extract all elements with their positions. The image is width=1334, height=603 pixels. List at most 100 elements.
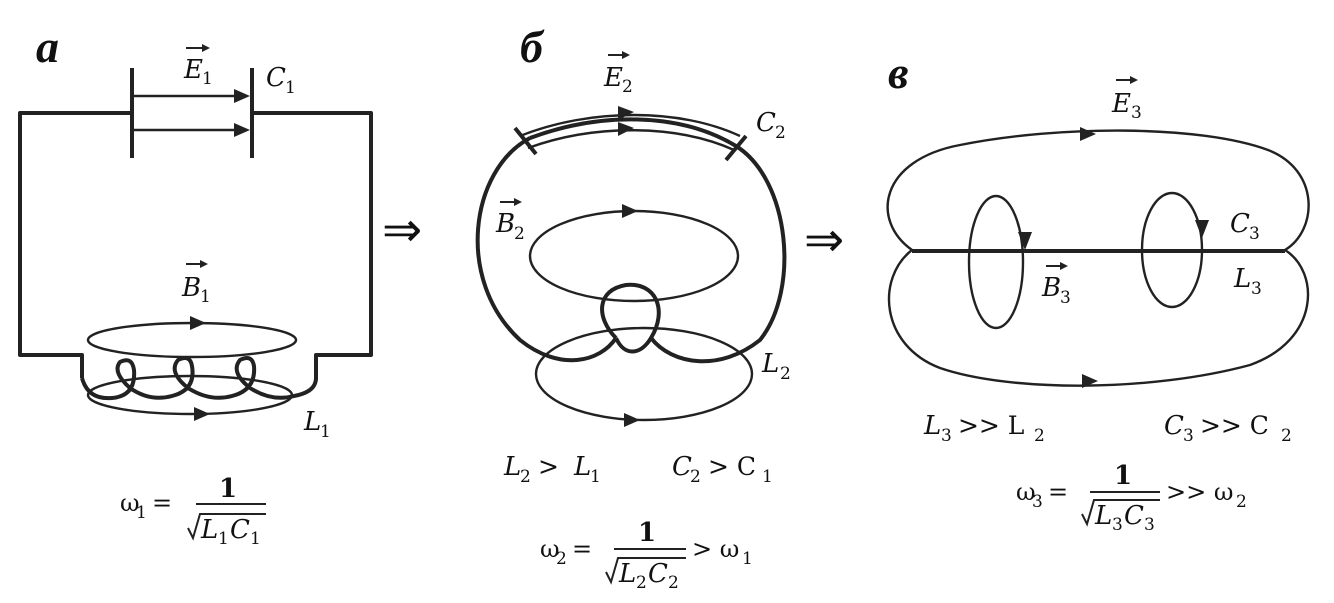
svg-text:C: C (230, 515, 250, 545)
panel-b-e-arrow-icon (618, 122, 634, 136)
panel-a-b-label: B 1 (181, 260, 211, 307)
panel-a-e-arrow-icon (234, 123, 250, 137)
panel-a-e-label: E 1 (183, 44, 213, 89)
svg-text:3: 3 (1183, 426, 1194, 446)
implies-arrow-icon-2: ⇒ (804, 212, 844, 268)
svg-text:>> L: >> L (950, 411, 1024, 440)
svg-text:1: 1 (250, 529, 261, 549)
panel-v-e-arrow-icon (1080, 127, 1096, 141)
svg-text:C: C (1230, 209, 1250, 239)
panel-v-e-field-loop (886, 129, 1310, 387)
panel-a: а E 1 C 1 B (18, 21, 373, 549)
svg-text:1: 1 (762, 467, 773, 487)
svg-text:2: 2 (1281, 426, 1292, 446)
svg-text:2: 2 (636, 573, 647, 593)
panel-b-b-arrow-icon (624, 413, 640, 427)
panel-b-circuit-loop (475, 117, 787, 364)
panel-v-b-field-loop-right (1140, 191, 1204, 309)
panel-v-e-label: E 3 (1111, 76, 1142, 123)
svg-text:B: B (181, 273, 201, 303)
panel-b-central-loop (600, 282, 661, 354)
panel-v-letter: в (888, 47, 909, 98)
svg-text:L: L (503, 452, 521, 482)
panel-v-c-label: C 3 (1230, 209, 1260, 244)
svg-text:B: B (495, 209, 515, 239)
svg-text:=: = (572, 535, 592, 563)
svg-text:3: 3 (1060, 288, 1071, 308)
svg-text:2: 2 (668, 573, 679, 593)
panel-a-c-label: C 1 (266, 63, 296, 98)
svg-text:ω: ω (1016, 478, 1036, 506)
svg-text:2: 2 (1034, 426, 1045, 446)
svg-text:1: 1 (320, 422, 331, 442)
panel-a-b-arrow-icon (190, 316, 206, 330)
panel-a-frequency-formula: ω 1 = 1 L 1 C 1 (120, 474, 266, 549)
svg-text:L: L (303, 407, 321, 437)
svg-text:1: 1 (202, 69, 213, 89)
svg-text:2: 2 (520, 467, 531, 487)
panel-b-c-label: C 2 (756, 108, 786, 143)
svg-text:3: 3 (1112, 515, 1123, 535)
svg-text:1: 1 (200, 287, 211, 307)
panel-b-e-field-line (519, 113, 741, 138)
panel-b-capacitor-plate-left (513, 126, 538, 156)
svg-text:L: L (200, 515, 218, 545)
svg-text:2: 2 (780, 364, 791, 384)
panel-b-letter: б (520, 21, 545, 72)
panel-b: б E 2 C 2 B (475, 21, 791, 593)
svg-text:> ω: > ω (692, 535, 739, 563)
svg-text:1: 1 (285, 78, 296, 98)
svg-text:3: 3 (1032, 492, 1043, 512)
svg-text:1: 1 (219, 474, 237, 504)
svg-text:B: B (1041, 273, 1061, 303)
svg-text:L: L (1233, 264, 1251, 294)
svg-text:1: 1 (638, 518, 656, 548)
svg-text:3: 3 (1249, 224, 1260, 244)
panel-b-inductance-relation: L 2 > L 1 (503, 452, 601, 487)
svg-text:L: L (761, 349, 779, 379)
svg-text:=: = (1048, 478, 1068, 506)
panel-a-e-arrow-icon (234, 89, 250, 103)
panel-b-e-label: E 2 (603, 51, 633, 97)
svg-text:3: 3 (1131, 103, 1142, 123)
panel-b-capacitance-relation: C 2 > C 1 (672, 452, 773, 487)
svg-text:C: C (1124, 501, 1144, 531)
panel-v-frequency-formula: ω 3 = 1 L 3 C 3 >> ω 2 (1016, 461, 1247, 535)
svg-text:>> C: >> C (1192, 411, 1269, 440)
svg-text:1: 1 (1114, 461, 1132, 491)
panel-v-b-label: B 3 (1041, 262, 1071, 308)
svg-text:> C: > C (700, 452, 756, 481)
svg-text:3: 3 (1251, 279, 1262, 299)
svg-text:E: E (603, 63, 623, 93)
svg-text:L: L (573, 452, 591, 482)
svg-text:2: 2 (556, 549, 567, 569)
panel-b-b-arrow-icon (622, 204, 638, 218)
svg-text:3: 3 (941, 426, 952, 446)
panel-b-b-label: B 2 (495, 198, 525, 244)
svg-text:>> ω: >> ω (1166, 478, 1233, 506)
panel-b-e-field-line (527, 129, 735, 152)
panel-v-e-arrow-icon (1082, 374, 1098, 388)
svg-text:2: 2 (690, 467, 701, 487)
implies-arrow-icon-1: ⇒ (382, 202, 422, 258)
svg-text:2: 2 (514, 224, 525, 244)
panel-b-capacitor-plate-right (724, 134, 748, 162)
svg-text:1: 1 (218, 529, 229, 549)
svg-text:C: C (1164, 411, 1184, 441)
panel-b-l-label: L 2 (761, 349, 791, 384)
svg-text:2: 2 (775, 123, 786, 143)
svg-text:2: 2 (622, 77, 633, 97)
panel-b-frequency-formula: ω 2 = 1 L 2 C 2 > ω 1 (540, 518, 753, 593)
svg-text:L: L (923, 411, 941, 441)
svg-text:1: 1 (742, 549, 753, 569)
svg-text:ω: ω (540, 535, 560, 563)
panel-v-l-label: L 3 (1233, 264, 1262, 299)
panel-b-b-field-loop-bottom (534, 326, 754, 422)
svg-text:L: L (1094, 501, 1112, 531)
svg-text:C: C (756, 108, 776, 138)
svg-text:C: C (672, 452, 692, 482)
svg-text:1: 1 (590, 467, 601, 487)
panel-v-b-field-loop-left (967, 194, 1025, 330)
panel-v: в E 3 C 3 B 3 L (886, 47, 1310, 535)
